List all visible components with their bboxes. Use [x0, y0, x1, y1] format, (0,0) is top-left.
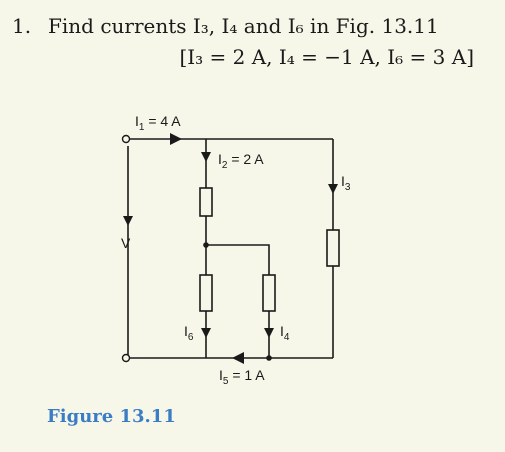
- answer-text: [I₃ = 2 A, I₄ = −1 A, I₆ = 3 A]: [179, 45, 474, 69]
- i6-arrow-icon: [201, 328, 211, 338]
- figure-caption: Figure 13.11: [47, 406, 176, 427]
- v-arrow-icon: [123, 216, 133, 226]
- v-label: V: [121, 235, 131, 251]
- resistor-r6: [199, 274, 213, 312]
- resistor-r3: [326, 229, 340, 267]
- i2-arrow-icon: [201, 152, 211, 162]
- junction-dot: [266, 355, 272, 361]
- i6-label: I6: [184, 323, 194, 343]
- i1-arrow-icon: [170, 133, 182, 145]
- problem-text: Find currents I₃, I₄ and I₆ in Fig. 13.1…: [48, 14, 439, 38]
- bottom-terminal: [121, 353, 131, 363]
- i1-label: I1 = 4 A: [135, 113, 181, 133]
- top-terminal: [121, 134, 131, 144]
- resistor-r2: [199, 187, 213, 217]
- problem-number: 1.: [12, 14, 32, 38]
- i5-arrow-icon: [232, 352, 244, 364]
- i3-label: I3: [341, 173, 351, 193]
- junction-dot: [203, 242, 209, 248]
- i5-label: I5 = 1 A: [219, 367, 265, 387]
- i4-arrow-icon: [264, 328, 274, 338]
- resistor-r4: [262, 274, 276, 312]
- i4-label: I4: [280, 323, 290, 343]
- inner-branch-wire: [206, 244, 270, 358]
- i2-label: I2 = 2 A: [218, 151, 264, 171]
- i3-arrow-icon: [328, 184, 338, 194]
